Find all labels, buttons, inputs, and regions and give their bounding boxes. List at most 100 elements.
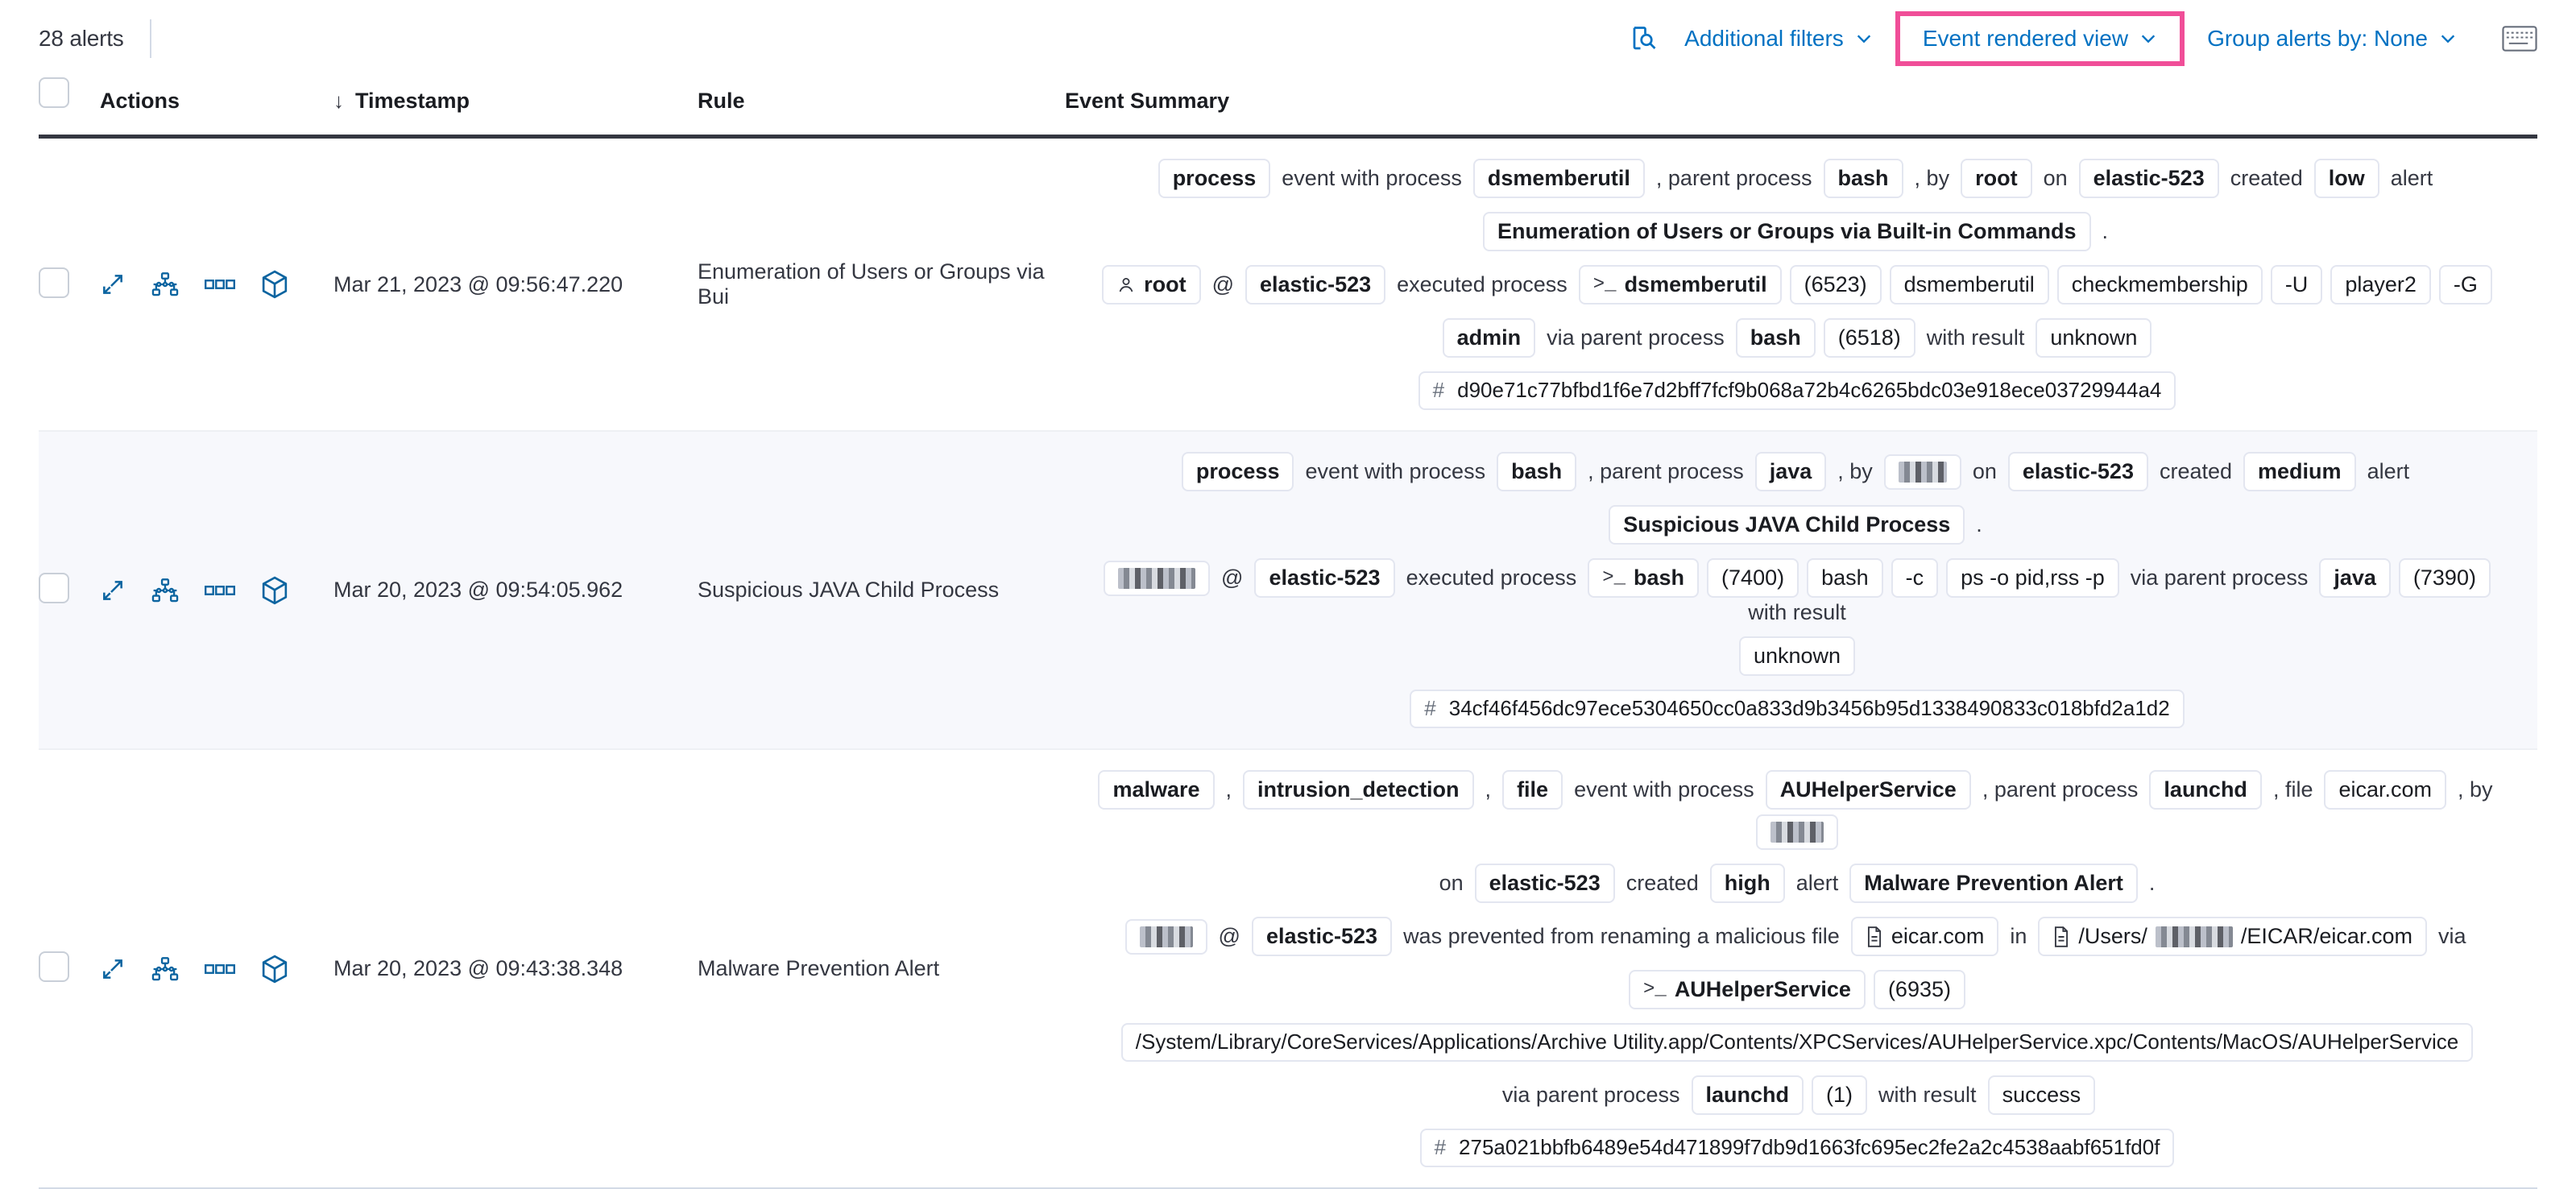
summary-pill[interactable]: #d90e71c77bfbd1f6e7d2bff7fcf9b068a72b4c6…	[1418, 371, 2176, 411]
group-alerts-by-button[interactable]: Group alerts by: None	[2189, 18, 2475, 60]
summary-pill[interactable]: #34cf46f456dc97ece5304650cc0a833d9b3456b…	[1410, 690, 2185, 729]
summary-pill[interactable]: AUHelperService	[1765, 770, 1971, 810]
summary-pill[interactable]: unknown	[2036, 318, 2152, 358]
add-to-case-icon[interactable]	[261, 270, 288, 299]
summary-pill[interactable]: >_AUHelperService	[1629, 970, 1866, 1010]
event-rendered-view-button[interactable]: Event rendered view	[1905, 18, 2175, 60]
summary-pill[interactable]	[1104, 560, 1211, 596]
summary-pill[interactable]: -U	[2270, 265, 2323, 305]
summary-pill[interactable]: eicar.com	[1850, 917, 1999, 957]
summary-pill[interactable]: bash	[1497, 452, 1577, 492]
column-header-event-summary[interactable]: Event Summary	[1065, 89, 1230, 113]
summary-pill[interactable]: success	[1987, 1075, 2096, 1116]
analyze-event-icon[interactable]	[151, 271, 179, 297]
summary-pill[interactable]: dsmemberutil	[1889, 265, 2049, 305]
summary-pill[interactable]: Enumeration of Users or Groups via Built…	[1482, 212, 2091, 252]
summary-pill[interactable]: -c	[1891, 558, 1939, 599]
row-checkbox[interactable]	[39, 951, 69, 983]
summary-pill[interactable]: Malware Prevention Alert	[1849, 864, 2138, 904]
summary-pill[interactable]: intrusion_detection	[1243, 770, 1474, 810]
row-rule-name[interactable]: Enumeration of Users or Groups via Bui	[698, 259, 1045, 309]
summary-pill[interactable]: ps -o pid,rss -p	[1946, 558, 2119, 599]
column-header-rule[interactable]: Rule	[698, 89, 745, 113]
summary-pill[interactable]: process	[1158, 159, 1271, 199]
summary-pill[interactable]: eicar.com	[2324, 770, 2447, 810]
summary-pill[interactable]: launchd	[2149, 770, 2262, 810]
summary-pill[interactable]: elastic-523	[1254, 558, 1395, 599]
summary-pill[interactable]: checkmembership	[2056, 265, 2263, 305]
pill-label: elastic-523	[2093, 166, 2205, 190]
summary-pill[interactable]: unknown	[1738, 636, 1856, 677]
summary-pill[interactable]: file	[1502, 770, 1563, 810]
summary-pill[interactable]	[1124, 918, 1207, 955]
row-rule-name[interactable]: Malware Prevention Alert	[698, 956, 940, 981]
summary-pill[interactable]: Suspicious JAVA Child Process	[1609, 505, 1965, 545]
summary-pill[interactable]: (6935)	[1873, 970, 1965, 1010]
pill-label: (7400)	[1721, 566, 1785, 590]
summary-pill[interactable]: root	[1961, 159, 2032, 199]
expand-icon[interactable]	[100, 578, 126, 603]
summary-pill[interactable]: /System/Library/CoreServices/Application…	[1120, 1023, 2474, 1063]
summary-pill[interactable]: player2	[2330, 265, 2431, 305]
more-actions-icon[interactable]	[205, 584, 235, 597]
summary-pill[interactable]	[1756, 814, 1838, 851]
summary-pill[interactable]: (7390)	[2398, 558, 2491, 599]
more-actions-icon[interactable]	[205, 963, 235, 976]
additional-filters-button[interactable]: Additional filters	[1667, 18, 1891, 60]
summary-pill[interactable]: admin	[1442, 318, 1536, 358]
pill-label: d90e71c77bfbd1f6e7d2bff7fcf9b068a72b4c62…	[1457, 378, 2162, 403]
summary-pill[interactable]: bash	[1807, 558, 1883, 599]
keyboard-shortcut-icon[interactable]	[2502, 25, 2537, 52]
summary-pill[interactable]: elastic-523	[1245, 265, 1386, 305]
column-header-timestamp[interactable]: ↓Timestamp	[333, 77, 698, 137]
pill-label: unknown	[1753, 644, 1841, 669]
summary-pill[interactable]	[1883, 454, 1961, 490]
summary-pill[interactable]: high	[1709, 864, 1785, 904]
summary-pill[interactable]: elastic-523	[2007, 452, 2148, 492]
summary-pill[interactable]: >_bash	[1588, 558, 1700, 599]
summary-pill[interactable]: elastic-523	[2078, 159, 2219, 199]
summary-pill[interactable]: (7400)	[1707, 558, 1799, 599]
summary-pill[interactable]: bash	[1735, 318, 1816, 358]
analyze-event-icon[interactable]	[151, 578, 179, 603]
row-checkbox[interactable]	[39, 267, 69, 298]
expand-icon[interactable]	[100, 271, 126, 297]
column-header-actions[interactable]: Actions	[100, 89, 180, 113]
expand-icon[interactable]	[100, 956, 126, 982]
summary-pill[interactable]: java	[2319, 558, 2391, 599]
analyze-event-icon[interactable]	[151, 956, 179, 982]
summary-pill[interactable]: (6518)	[1823, 318, 1915, 358]
summary-pill[interactable]: medium	[2243, 452, 2356, 492]
summary-pill[interactable]: >_dsmemberutil	[1578, 265, 1782, 305]
add-to-case-icon[interactable]	[261, 576, 288, 605]
summary-pill[interactable]: dsmemberutil	[1472, 159, 1645, 199]
select-all-checkbox[interactable]	[39, 77, 69, 108]
summary-pill[interactable]: elastic-523	[1251, 917, 1393, 957]
summary-pill[interactable]: root	[1102, 265, 1201, 305]
row-checkbox[interactable]	[39, 573, 69, 604]
inspect-query-icon[interactable]	[1621, 16, 1667, 61]
summary-pill[interactable]: #275a021bbfb6489e54d471899f7db9d1663fc69…	[1419, 1129, 2175, 1168]
summary-pill[interactable]: malware	[1098, 770, 1215, 810]
summary-pill[interactable]: bash	[1823, 159, 1903, 199]
summary-pill[interactable]: -G	[2438, 265, 2492, 305]
row-rule-name[interactable]: Suspicious JAVA Child Process	[698, 578, 1000, 603]
summary-pill[interactable]: elastic-523	[1474, 864, 1615, 904]
summary-pill[interactable]: low	[2313, 159, 2379, 199]
summary-pill[interactable]: launchd	[1691, 1075, 1804, 1116]
summary-pill[interactable]: java	[1754, 452, 1827, 492]
more-actions-icon[interactable]	[205, 278, 235, 291]
summary-pill[interactable]: (1)	[1812, 1075, 1868, 1116]
summary-pill[interactable]: (6523)	[1789, 265, 1882, 305]
summary-pill[interactable]: /Users//EICAR/eicar.com	[2038, 917, 2427, 957]
add-to-case-icon[interactable]	[261, 955, 288, 984]
pill-label: low	[2328, 166, 2365, 190]
pill-label: -c	[1905, 566, 1924, 590]
summary-pill[interactable]: process	[1181, 452, 1294, 492]
